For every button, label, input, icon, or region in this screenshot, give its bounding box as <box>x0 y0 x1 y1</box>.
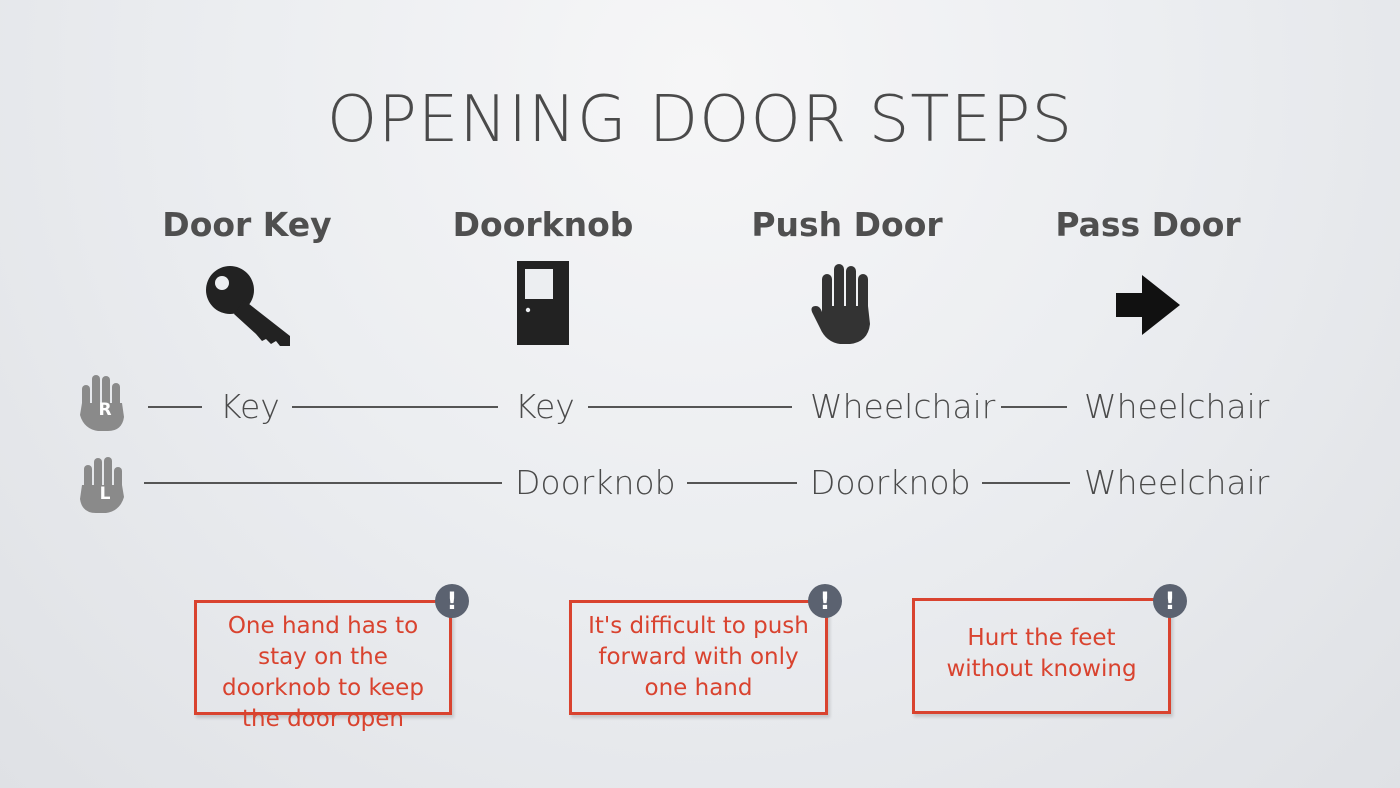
exclamation-icon: ! <box>1153 584 1187 618</box>
connector-line <box>148 406 202 408</box>
step-title-doorknob: Doorknob <box>452 205 634 244</box>
connector-line <box>588 406 792 408</box>
left-label-pass-door: Wheelchair <box>1084 463 1270 502</box>
right-label-door-key: Key <box>220 387 280 426</box>
left-label-doorknob: Doorknob <box>515 463 676 502</box>
key-icon <box>206 266 290 346</box>
step-title-push-door: Push Door <box>751 205 943 244</box>
note-push: It's difficult to push forward with only… <box>569 600 828 715</box>
door-icon <box>517 261 569 345</box>
step-title-door-key: Door Key <box>162 205 332 244</box>
step-title-pass-door: Pass Door <box>1055 205 1241 244</box>
exclamation-icon: ! <box>435 584 469 618</box>
right-hand-badge: R <box>98 400 112 420</box>
connector-line <box>982 482 1070 484</box>
note-feet: Hurt the feet without knowing <box>912 598 1171 714</box>
hand-icon <box>811 264 870 344</box>
connector-line <box>144 482 502 484</box>
connector-line <box>687 482 797 484</box>
note-doorknob: One hand has to stay on the doorknob to … <box>194 600 452 732</box>
arrow-right-icon <box>1116 275 1180 335</box>
right-hand-icon <box>80 375 124 431</box>
left-label-push-door: Doorknob <box>810 463 971 502</box>
exclamation-icon: ! <box>808 584 842 618</box>
left-hand-icon <box>80 457 124 513</box>
right-label-pass-door: Wheelchair <box>1084 387 1270 426</box>
right-label-push-door: Wheelchair <box>810 387 996 426</box>
left-hand-badge: L <box>99 484 111 504</box>
slide-title: OPENING DOOR STEPS <box>326 83 1074 157</box>
connector-line <box>292 406 498 408</box>
right-label-doorknob: Key <box>515 387 575 426</box>
connector-line <box>1001 406 1067 408</box>
